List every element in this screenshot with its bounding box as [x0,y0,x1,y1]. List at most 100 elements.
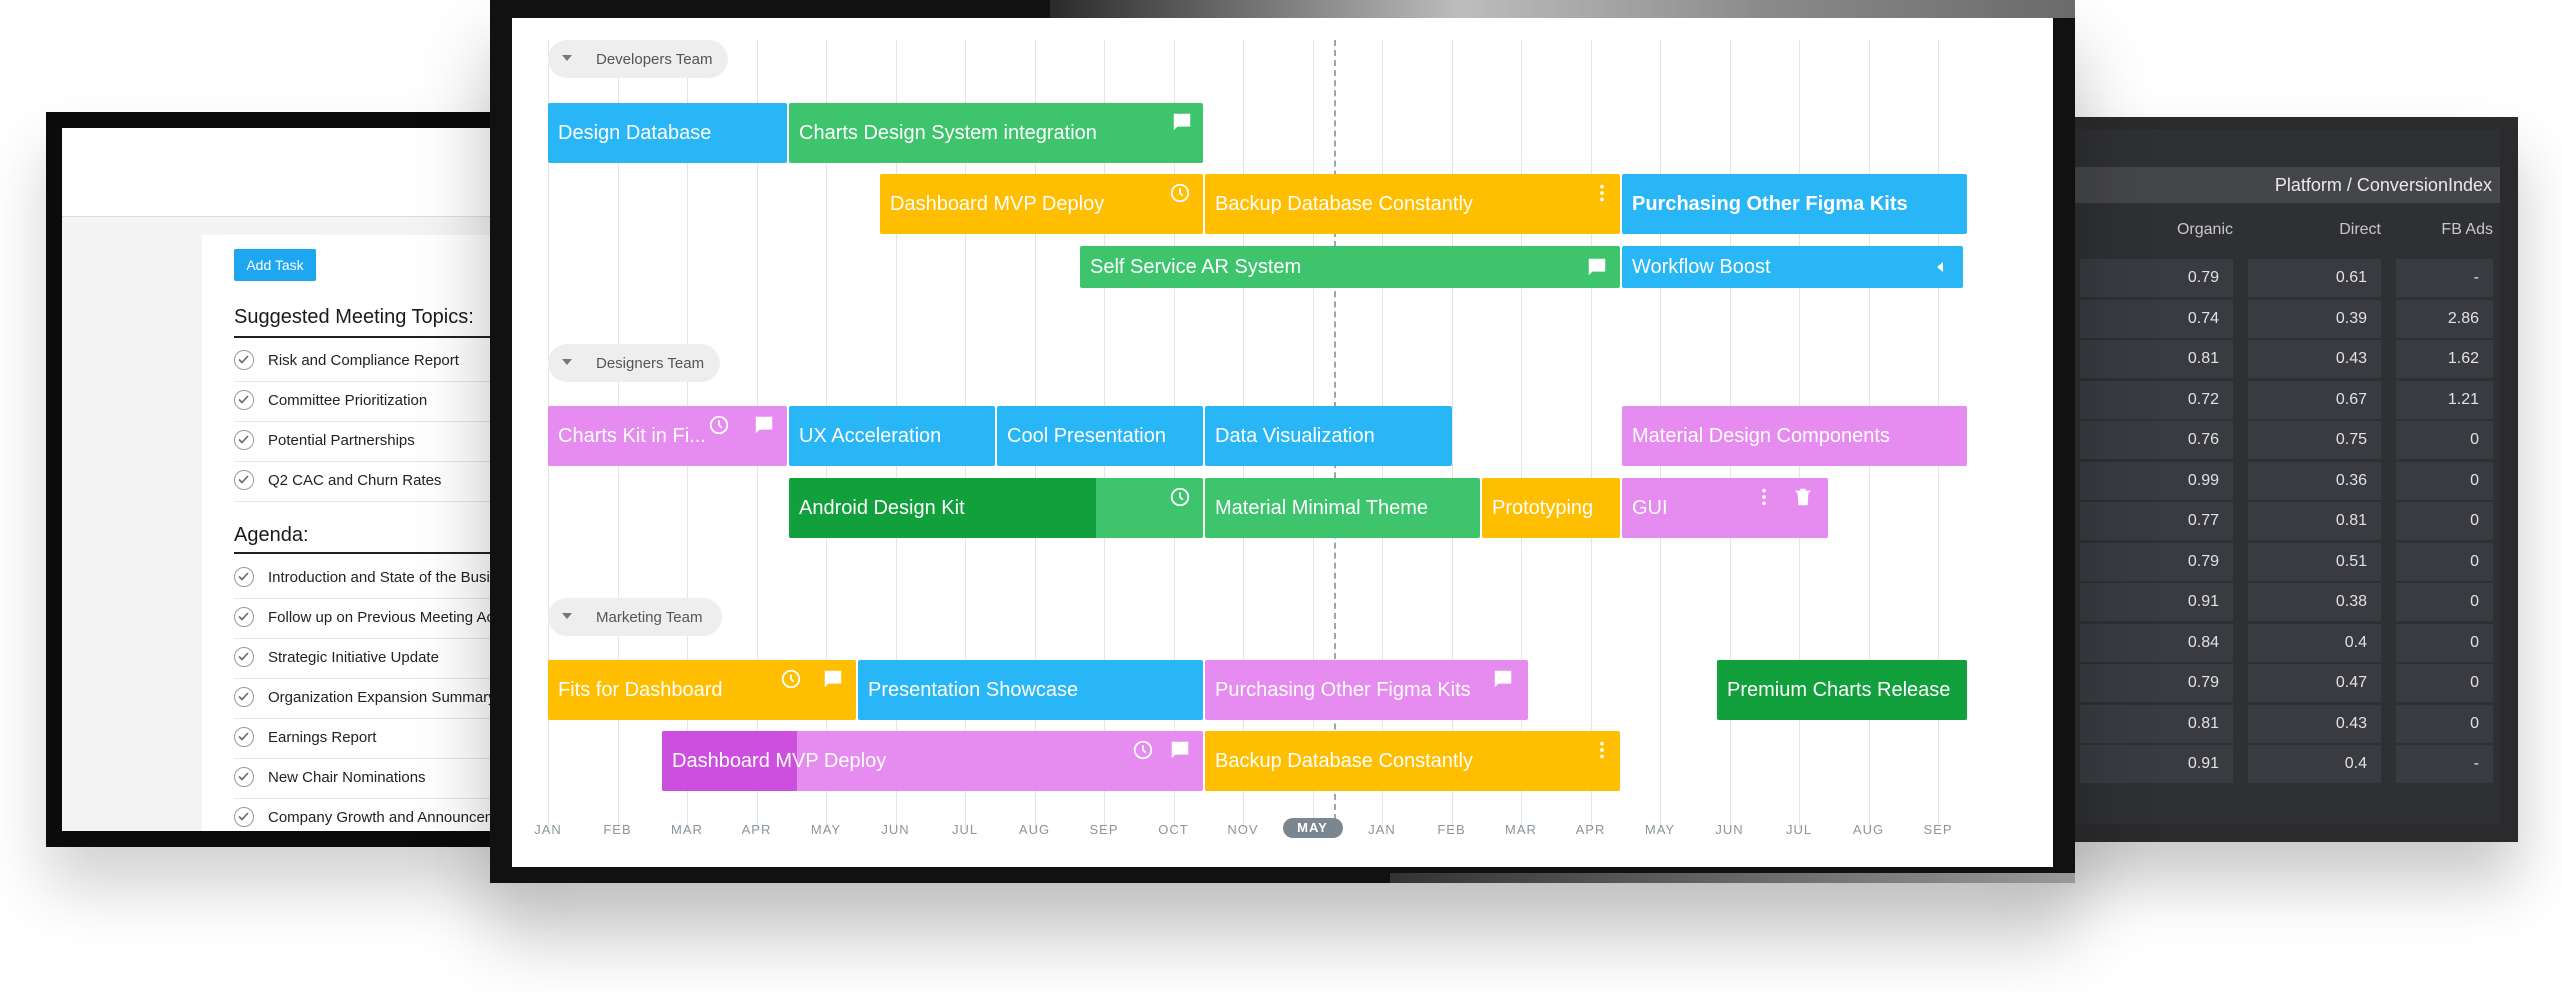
task-bar[interactable]: Material Design Components [1622,406,1967,466]
more-vert-icon[interactable] [1598,739,1606,761]
more-vert-icon[interactable] [1760,486,1768,508]
task-label: Material Minimal Theme [1215,497,1429,519]
clock-icon[interactable] [1169,182,1191,204]
clock-icon[interactable] [708,414,730,436]
check-circle-icon[interactable] [234,470,254,490]
agenda-item[interactable]: Follow up on Previous Meeting Actions [234,598,526,639]
task-progress [662,731,797,791]
task-bar[interactable]: GUI [1622,478,1828,538]
task-bar[interactable]: Purchasing Other Figma Kits [1622,174,1967,234]
task-bar[interactable]: Purchasing Other Figma Kits [1205,660,1528,720]
check-circle-icon[interactable] [234,430,254,450]
task-bar[interactable]: Self Service AR System [1080,246,1620,288]
table-cell: 0 [2396,583,2493,621]
trash-icon[interactable] [1792,486,1814,508]
caret-down-icon[interactable] [562,613,572,619]
comment-icon[interactable] [753,414,775,436]
task-bar[interactable]: Presentation Showcase [858,660,1203,720]
suggested-topic-item[interactable]: Q2 CAC and Churn Rates [234,461,526,502]
check-circle-icon[interactable] [234,727,254,747]
agenda-item[interactable]: Earnings Report [234,718,526,759]
column-header[interactable]: Direct [2339,221,2381,238]
collapse-left-icon[interactable] [1935,260,1945,274]
check-circle-icon[interactable] [234,350,254,370]
check-circle-icon[interactable] [234,807,254,827]
task-bar[interactable]: Android Design Kit [789,478,1203,538]
agenda-title: Agenda: [234,524,309,546]
task-label: Material Design Components [1632,425,1890,447]
more-vert-icon[interactable] [1598,182,1606,204]
month-label: FEB [1437,822,1466,837]
task-bar[interactable]: Charts Kit in Fi... [548,406,787,466]
clock-icon[interactable] [1169,486,1191,508]
suggested-topic-item[interactable]: Committee Prioritization [234,381,526,422]
comment-icon[interactable] [822,668,844,690]
agenda-item[interactable]: Company Growth and Announcements [234,798,526,831]
task-bar[interactable]: Prototyping [1482,478,1620,538]
check-circle-icon[interactable] [234,567,254,587]
task-bar[interactable]: Premium Charts Release [1717,660,1967,720]
caret-down-icon[interactable] [562,55,572,61]
task-bar[interactable]: Data Visualization [1205,406,1452,466]
group-developers-team[interactable]: Developers Team [548,40,728,78]
comment-icon[interactable] [1586,256,1608,278]
task-bar[interactable]: Cool Presentation [997,406,1203,466]
month-label: SEP [1923,822,1953,837]
clock-icon[interactable] [780,668,802,690]
grid-line [1521,40,1522,830]
agenda-item[interactable]: New Chair Nominations [234,758,526,799]
task-bar[interactable]: Workflow Boost [1622,246,1963,288]
task-label: Charts Design System integration [799,122,1097,144]
check-circle-icon[interactable] [234,390,254,410]
table-cell: 0.74 [2080,299,2233,338]
task-bar[interactable]: Dashboard MVP Deploy [662,731,1203,791]
comment-icon[interactable] [1169,739,1191,761]
group-designers-team[interactable]: Designers Team [548,344,720,382]
month-label: APR [1575,822,1606,837]
task-label: Fits for Dashboard [558,679,723,701]
add-task-button[interactable]: Add Task [234,249,316,281]
check-circle-icon[interactable] [234,647,254,667]
table-cell: 0 [2396,502,2493,540]
task-bar[interactable]: Charts Design System integration [789,103,1203,163]
task-bar[interactable]: Backup Database Constantly [1205,174,1620,234]
month-label: AUG [1852,822,1885,837]
clock-icon[interactable] [1132,739,1154,761]
agenda-item[interactable]: Organization Expansion Summary [234,678,526,719]
caret-down-icon[interactable] [562,359,572,365]
agenda-item[interactable]: Strategic Initiative Update [234,638,526,679]
bezel-glare [1050,0,2075,18]
month-label: JUN [1715,822,1744,837]
column-header[interactable]: Organic [2176,221,2233,238]
task-bar[interactable]: Design Database [548,103,787,163]
suggested-topic-item[interactable]: Potential Partnerships [234,421,526,462]
task-bar[interactable]: Backup Database Constantly [1205,731,1620,791]
task-bar[interactable]: Material Minimal Theme [1205,478,1480,538]
suggested-topic-item[interactable]: Risk and Compliance Report [234,341,526,382]
group-marketing-team[interactable]: Marketing Team [548,598,722,636]
task-bar[interactable]: Fits for Dashboard [548,660,856,720]
comment-icon[interactable] [1492,668,1514,690]
grid-line [1590,40,1592,830]
task-bar[interactable]: UX Acceleration [789,406,995,466]
check-circle-icon[interactable] [234,607,254,627]
check-circle-icon[interactable] [234,687,254,707]
check-circle-icon[interactable] [234,767,254,787]
task-bar[interactable]: Dashboard MVP Deploy [880,174,1203,234]
column-header[interactable]: FB Ads [2441,221,2493,238]
agenda-item[interactable]: Introduction and State of the Business [234,558,526,599]
comment-icon[interactable] [1171,111,1193,133]
